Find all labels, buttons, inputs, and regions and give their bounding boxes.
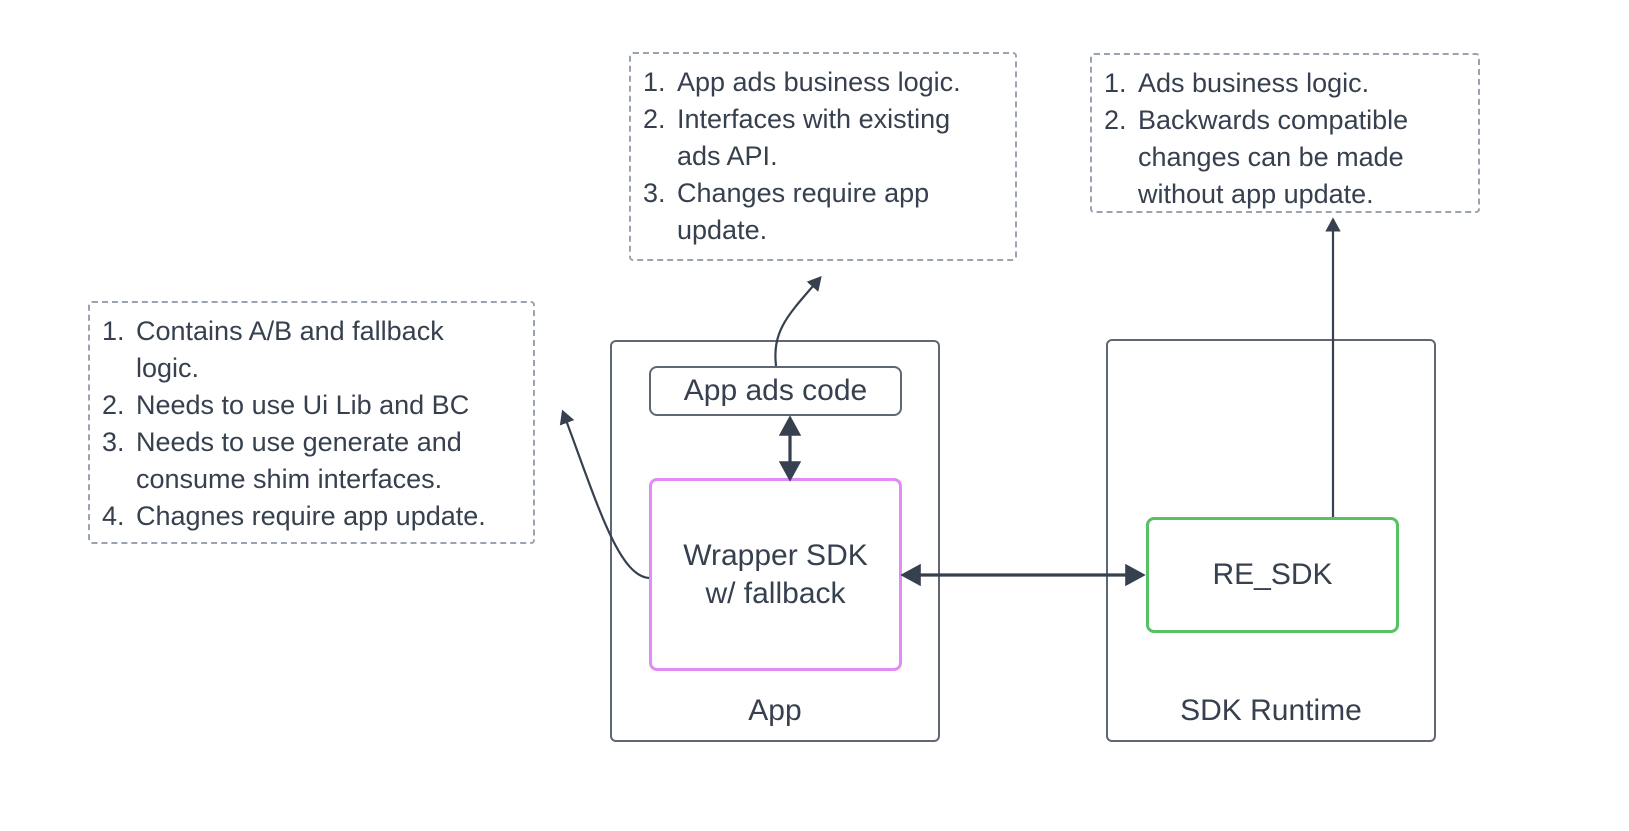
note-item: Needs to use generate and consume shim i… xyxy=(102,424,462,494)
note-item: Chagnes require app update. xyxy=(102,498,486,535)
note-item: Interfaces with existing ads API. xyxy=(643,101,951,171)
note-item: Needs to use Ui Lib and BC xyxy=(102,387,470,424)
container-app-label: App xyxy=(748,694,802,727)
note-item: App ads business logic. xyxy=(643,64,961,101)
note-re-sdk-list: Ads business logic. Backwards compatible… xyxy=(1104,65,1464,213)
note-wrapper-sdk-list: Contains A/B and fallback logic. Needs t… xyxy=(102,313,519,535)
box-wrapper-sdk: Wrapper SDK w/ fallback xyxy=(649,478,902,671)
note-app-ads-code: App ads business logic. Interfaces with … xyxy=(629,52,1017,261)
container-sdk-runtime-label: SDK Runtime xyxy=(1180,694,1362,727)
note-item: Ads business logic. xyxy=(1104,65,1370,102)
note-wrapper-sdk: Contains A/B and fallback logic. Needs t… xyxy=(88,301,535,544)
box-app-ads-code: App ads code xyxy=(649,366,902,416)
note-item: Backwards compatible changes can be made… xyxy=(1104,102,1409,209)
note-re-sdk: Ads business logic. Backwards compatible… xyxy=(1090,53,1480,213)
box-re-sdk: RE_SDK xyxy=(1146,517,1399,633)
note-item: Contains A/B and fallback logic. xyxy=(102,313,444,383)
note-app-ads-code-list: App ads business logic. Interfaces with … xyxy=(643,64,1001,249)
note-item: Changes require app update. xyxy=(643,175,930,245)
